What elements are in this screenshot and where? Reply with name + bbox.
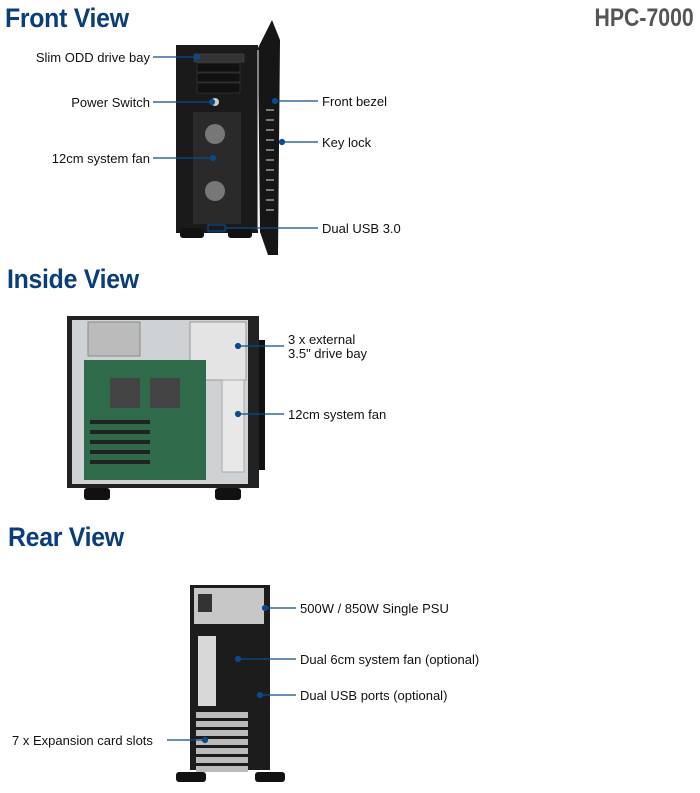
inside-chassis-image	[67, 316, 265, 500]
leader-lines	[153, 53, 318, 744]
callout-drive-bay-size: 3.5" drive bay	[288, 346, 368, 361]
callout-front-bezel: Front bezel	[322, 94, 388, 109]
front-view-title: Front View	[5, 3, 129, 33]
callout-expansion-slots: 7 x Expansion card slots	[12, 733, 153, 748]
callout-dual-usb3: Dual USB 3.0	[322, 221, 401, 236]
inside-view-title: Inside View	[7, 264, 139, 294]
rear-chassis-image	[176, 585, 285, 782]
callout-external-bays: 3 x external	[288, 332, 356, 347]
callout-psu: 500W / 850W Single PSU	[300, 601, 449, 616]
model-name: HPC-7000	[594, 4, 694, 32]
callout-inside-fan: 12cm system fan	[288, 407, 387, 422]
callout-rear-fan: Dual 6cm system fan (optional)	[300, 652, 480, 667]
callout-power-switch: Power Switch	[71, 95, 150, 110]
callout-slim-odd: Slim ODD drive bay	[35, 50, 150, 65]
callout-front-fan: 12cm system fan	[51, 151, 150, 166]
callout-key-lock: Key lock	[322, 135, 372, 150]
rear-view-title: Rear View	[8, 522, 124, 552]
front-chassis-image	[176, 20, 280, 255]
callout-rear-usb: Dual USB ports (optional)	[300, 688, 448, 703]
